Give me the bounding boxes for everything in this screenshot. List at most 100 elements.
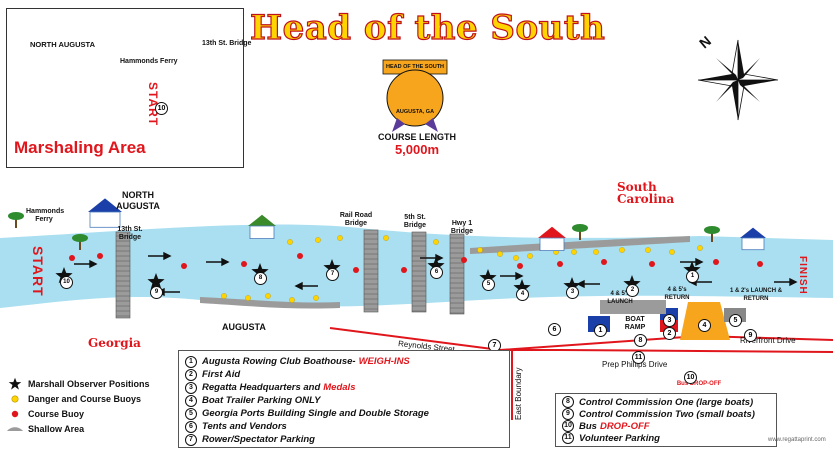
river-marker-number: 9 [150,286,163,299]
map-number-9: 9 [744,324,757,342]
house-body [741,237,765,251]
house-icon [538,226,566,252]
north-augusta-label: NORTH AUGUSTA [116,190,160,211]
palm-tree-icon [704,226,720,242]
ramp [600,300,666,314]
marshal-star-icon [479,269,497,286]
marshal-star-icon [147,273,165,290]
finish-label: FINISH [797,256,808,295]
marshal-star-icon [513,279,531,296]
danger-buoy [245,295,251,301]
bus-dropoff-label: Bus DROP-OFF [676,381,722,387]
course-buoy [69,255,75,261]
danger-buoy [697,245,703,251]
danger-buoy [289,297,295,303]
marshaling-north-augusta: NORTH AUGUSTA [30,40,95,49]
course-buoy [353,267,359,273]
course-buoy [181,263,187,269]
prep-phillips-label: Prep Phillips Drive [602,360,668,369]
house-icon [248,214,276,240]
house-body [249,225,275,240]
course-buoy [97,253,103,259]
launch-c-label: 1 & 2's LAUNCH & RETURN [729,288,783,302]
yellow-dot-icon [6,393,24,405]
danger-buoy [527,253,533,259]
danger-buoy [383,235,389,241]
course-buoy [649,261,655,267]
marshal-star-icon [251,263,269,280]
logo-text-bottom: AUGUSTA, GA [395,109,435,115]
bridge-hwy1 [449,233,465,315]
river-marker-number: 5 [482,278,495,291]
direction-arrow [500,271,524,281]
river-marker-number: 2 [626,284,639,297]
bridge-13th-label: 13th St. Bridge [117,226,143,241]
direction-arrow-head [221,257,230,267]
launch-b-label: 4 & 5's RETURN [664,287,690,301]
map-number-2: 2 [663,322,676,340]
river-marker-number: 1 [686,270,699,283]
danger-buoy [265,293,271,299]
legend-key-item: Course Buoy [6,406,150,421]
house-roof [538,226,566,238]
direction-arrow-head [695,257,704,267]
page-title: Head of the South [249,7,606,48]
bridge-hwy1-label: Hwy 1 Bridge [450,220,474,235]
river-marker: 10 [60,270,73,289]
map-number-6: 6 [548,318,561,336]
danger-buoy [221,293,227,299]
start-label: START [30,246,46,297]
map-number-4: 4 [698,314,711,332]
danger-buoy [513,255,519,261]
boat-ramp-label: BOAT RAMP [624,316,646,331]
map-number-5: 5 [729,309,742,327]
river-marker-number: 10 [60,276,73,289]
palm-leaves [72,234,88,242]
direction-arrow-head [576,279,585,289]
marshaling-bridge-label: 13th St. Bridge [202,40,252,47]
course-buoy [713,259,719,265]
palm-leaves [704,226,720,234]
river-marker: 6 [430,260,443,279]
launch-a-label: 4 & 5's LAUNCH [607,291,633,305]
red-dot-icon [6,408,24,420]
course-length-label: COURSE LENGTH [377,132,456,142]
direction-arrow-head [294,281,303,291]
bridge-railroad-label: Rail Road Bridge [339,212,373,227]
logo-text-top: HEAD OF THE SOUTH [385,64,445,70]
river-marker-number: 4 [516,288,529,301]
course-buoy [601,259,607,265]
danger-buoy [433,239,439,245]
house-body [539,237,565,252]
course-length: COURSE LENGTH 5,000m [362,132,472,157]
bridge-5th [411,231,427,313]
regatta-logo [382,59,448,132]
house-icon [740,227,766,251]
river-marker: 7 [326,262,339,281]
marshal-star-icon [683,261,701,278]
danger-buoy [315,237,321,243]
danger-buoy [593,249,599,255]
house-body [89,211,121,228]
course-length-value: 5,000m [394,142,440,157]
bridge-13th [115,231,131,319]
direction-arrow [74,259,98,269]
danger-buoy [571,249,577,255]
danger-buoy [313,295,319,301]
bridge-railroad [363,229,379,313]
danger-buoy [497,251,503,257]
river-marker-number: 3 [566,286,579,299]
river-marker: 2 [626,278,639,297]
map-number-8: 8 [634,329,647,347]
house-roof [88,198,122,212]
marshaling-hammonds-ferry: Hammonds Ferry [120,58,178,65]
legend-key-item: Marshall Observer Positions [6,376,150,391]
